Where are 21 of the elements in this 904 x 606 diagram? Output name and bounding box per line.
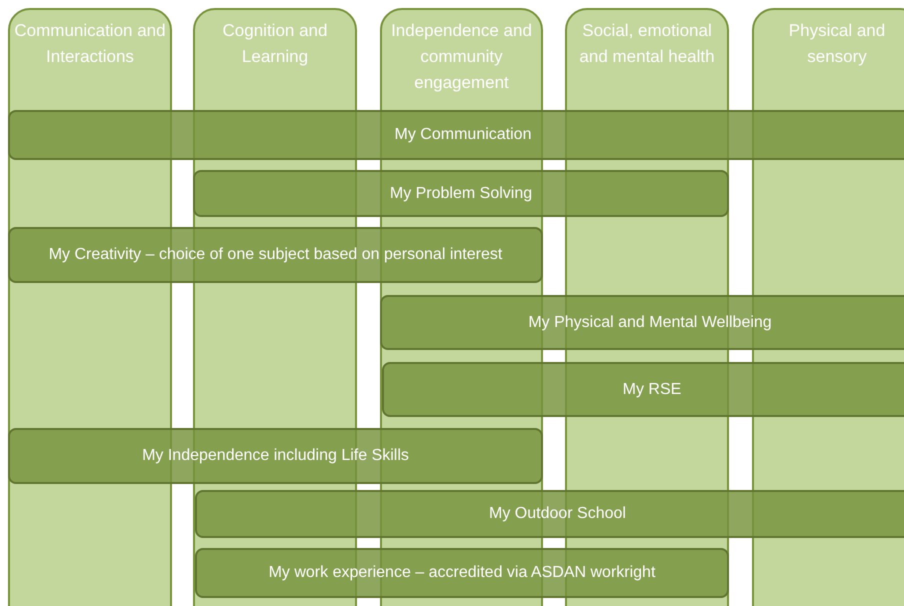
column-heading: Cognition and Learning bbox=[222, 20, 328, 68]
column-heading: Social, emotional and mental health bbox=[578, 20, 716, 68]
bar-label: My Independence including Life Skills bbox=[142, 447, 409, 465]
bar-label: My Physical and Mental Wellbeing bbox=[528, 314, 772, 332]
column-heading: Independence and community engagement bbox=[390, 20, 533, 94]
strand-bar bbox=[380, 295, 904, 350]
bar-label: My work experience – accredited via ASDAN workright bbox=[268, 564, 656, 582]
column-heading: Communication and Interactions bbox=[14, 20, 166, 68]
bar-label: My Creativity – choice of one subject based on personal interest bbox=[48, 246, 502, 264]
strand-bar bbox=[195, 490, 904, 538]
bar-label: My Problem Solving bbox=[390, 184, 532, 202]
bar-label: My RSE bbox=[622, 380, 682, 398]
strand-bar bbox=[382, 362, 904, 417]
strand-bar bbox=[193, 170, 729, 217]
bar-label: My Communication bbox=[394, 126, 532, 144]
bar-label: My Outdoor School bbox=[489, 505, 626, 523]
strand-bar bbox=[8, 428, 543, 484]
strand-bar bbox=[8, 227, 543, 283]
strand-bar bbox=[195, 548, 729, 598]
column-heading: Physical and sensory bbox=[788, 20, 886, 68]
strand-bar bbox=[8, 110, 904, 160]
